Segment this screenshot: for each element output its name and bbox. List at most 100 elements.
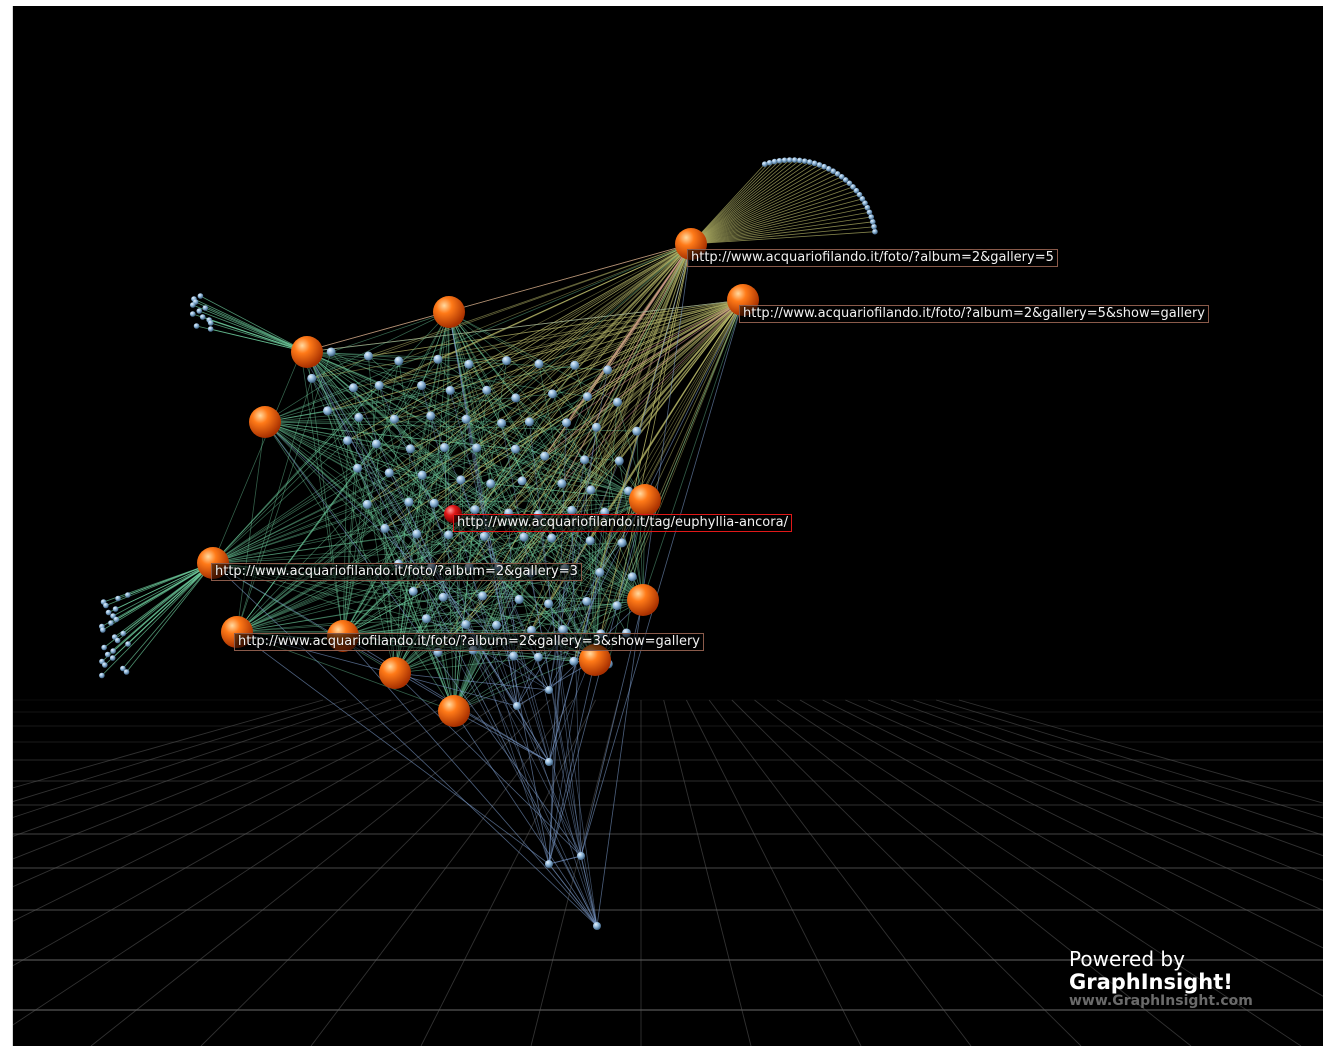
leaf-node [202,305,209,311]
graph-edge [236,351,332,633]
graph-edge [516,460,620,707]
grid-line [13,699,324,789]
graph-edge [690,168,829,245]
graph-edge [394,364,470,674]
leaf-node [326,347,336,357]
node-label-gallery3[interactable]: http://www.acquariofilando.it/foto/?albu… [211,563,582,581]
leaf-node [846,180,853,187]
leaf-node [408,586,418,596]
leaf-node [591,422,601,432]
graph-edge [690,162,770,245]
leaf-node [612,601,622,611]
node-label-tag-euphyllia-selected[interactable]: http://www.acquariofilando.it/tag/euphyl… [453,514,792,532]
branding-powered-by: Powered by [1069,947,1185,971]
leaf-node [562,418,572,428]
grid-line [936,699,1323,819]
leaf-node [856,191,863,198]
graph-edge [474,243,692,510]
leaf-node [830,168,837,175]
graph-edge [342,385,380,637]
graph-edge [690,231,875,245]
graph-edge [378,385,455,712]
graph-edge [236,421,266,633]
leaf-node [464,359,474,369]
graph-edge [212,352,302,564]
leaf-node [207,326,214,332]
leaf-node [513,702,521,710]
graph-edge [690,202,866,245]
graph-edge [212,533,417,564]
graph-edge [264,421,523,482]
graph-edge [437,358,646,501]
leaf-node [766,159,773,166]
node-label-gallery5[interactable]: http://www.acquariofilando.it/foto/?albu… [687,249,1058,267]
leaf-node [384,468,394,478]
graph-edge [101,562,214,676]
graph-edge [690,207,868,245]
graph-edge [690,160,780,245]
graph-edge [600,243,692,634]
leaf-node [806,159,813,165]
node-label-gallery5-show[interactable]: http://www.acquariofilando.it/foto/?albu… [739,305,1209,323]
graph-edge [690,186,854,245]
graph-edge [103,562,214,648]
leaf-node [426,411,436,421]
graph-edge [306,351,545,457]
graph-edge [421,385,550,865]
leaf-node [472,443,482,453]
leaf-node [389,414,399,424]
graph-edge [311,299,744,379]
graph-edge [444,243,692,448]
graph-edge [342,599,644,637]
grid-line [822,699,1323,949]
graph-edge [379,299,744,386]
leaf-node [582,392,592,402]
hub-node [249,406,281,438]
graph-edge [366,504,455,712]
graph-edge [212,396,588,564]
graph-scene[interactable] [13,6,1323,1046]
leaf-node [872,228,878,235]
graph-viewport[interactable]: http://www.acquariofilando.it/foto/?albu… [12,6,1323,1046]
graph-edge [394,311,450,420]
graph-edge [236,603,549,633]
graph-edge [431,567,550,691]
graph-edge [421,475,550,865]
graph-edge [264,243,692,423]
grid-line [867,699,1323,881]
graph-edge [690,211,870,245]
graph-edge [690,176,842,245]
graph-edge [690,161,810,245]
node-label-gallery3-show[interactable]: http://www.acquariofilando.it/foto/?albu… [234,633,704,651]
leaf-node [511,393,521,403]
graph-edge [501,423,598,927]
leaf-node [99,672,105,679]
leaf-node [470,505,480,515]
graph-edge [448,311,492,484]
leaf-node [524,417,534,427]
leaf-node [196,308,203,314]
leaf-node [497,418,507,428]
graph-edge [101,562,214,662]
graph-edge [357,468,455,712]
graph-edge [342,417,360,637]
leaf-node [547,389,557,399]
leaf-node [811,160,818,167]
graph-edge [490,483,646,501]
leaf-node [862,200,868,206]
grid-line [13,699,415,860]
graph-edge [300,243,692,353]
leaf-node [842,177,849,183]
graph-edge [212,385,380,564]
graph-edge [548,659,596,865]
grid-line [13,699,392,837]
graph-edge [566,299,744,424]
leaf-node [199,314,206,320]
graph-edge [210,328,308,353]
leaf-node [197,293,204,299]
leaf-node [461,414,471,424]
graph-edge [264,393,553,423]
graph-edge [306,351,588,397]
hub-node [438,695,470,727]
leaf-node [456,475,466,485]
